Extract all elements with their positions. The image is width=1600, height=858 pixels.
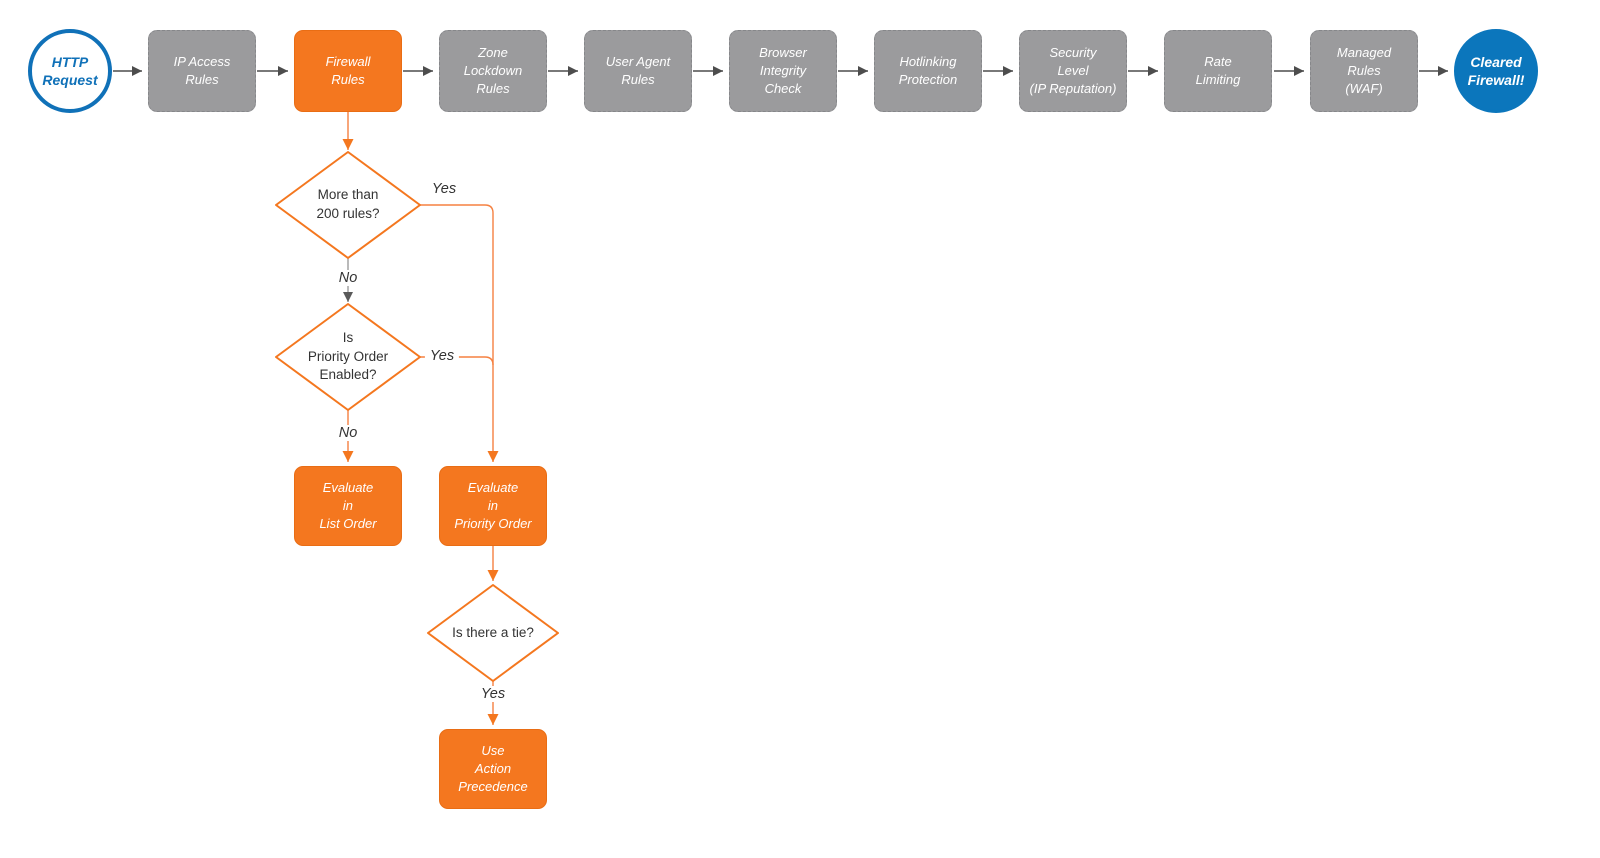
edge-label-decision2-yes: Yes bbox=[424, 348, 460, 364]
edge-label-decision1-yes: Yes bbox=[426, 181, 462, 197]
node-http-request: HTTP Request bbox=[28, 29, 112, 113]
node-browser-integrity-check: Browser Integrity Check bbox=[729, 30, 837, 112]
node-rate-limiting-label: Rate Limiting bbox=[1195, 54, 1241, 87]
node-hotlinking-protection: Hotlinking Protection bbox=[874, 30, 982, 112]
node-rate-limiting: Rate Limiting bbox=[1164, 30, 1272, 112]
node-evaluate-in-priority-order-label: Evaluate in Priority Order bbox=[454, 480, 532, 531]
node-hotlinking-protection-label: Hotlinking Protection bbox=[898, 54, 958, 87]
node-security-level-label: Security Level (IP Reputation) bbox=[1029, 45, 1117, 96]
node-user-agent-rules: User Agent Rules bbox=[584, 30, 692, 112]
node-user-agent-rules-label: User Agent Rules bbox=[605, 54, 671, 87]
decision-is-there-a-tie-label: Is there a tie? bbox=[452, 624, 534, 640]
node-http-request-label: HTTP Request bbox=[42, 53, 98, 88]
node-evaluate-in-list-order-label: Evaluate in List Order bbox=[319, 480, 377, 531]
node-zone-lockdown-rules: Zone Lockdown Rules bbox=[439, 30, 547, 112]
node-zone-lockdown-rules-label: Zone Lockdown Rules bbox=[463, 45, 523, 96]
node-firewall-rules: Firewall Rules bbox=[294, 30, 402, 112]
node-use-action-precedence-label: Use Action Precedence bbox=[458, 743, 528, 794]
node-cleared-firewall: Cleared Firewall! bbox=[1454, 29, 1538, 113]
edge-label-decision1-no: No bbox=[333, 270, 363, 286]
node-managed-rules-waf-label: Managed Rules (WAF) bbox=[1336, 45, 1392, 96]
node-security-level: Security Level (IP Reputation) bbox=[1019, 30, 1127, 112]
node-use-action-precedence: Use Action Precedence bbox=[439, 729, 547, 809]
node-managed-rules-waf: Managed Rules (WAF) bbox=[1310, 30, 1418, 112]
node-evaluate-in-priority-order: Evaluate in Priority Order bbox=[439, 466, 547, 546]
decision-priority-order-enabled-label: Is Priority Order Enabled? bbox=[307, 330, 389, 383]
node-ip-access-rules: IP Access Rules bbox=[148, 30, 256, 112]
edge-label-decision2-no: No bbox=[333, 425, 363, 441]
node-browser-integrity-check-label: Browser Integrity Check bbox=[759, 45, 807, 96]
edge-decision1-yes bbox=[420, 204, 499, 462]
node-cleared-firewall-label: Cleared Firewall! bbox=[1467, 53, 1525, 88]
decision-more-than-200-rules-label: More than 200 rules? bbox=[316, 187, 380, 221]
node-ip-access-rules-label: IP Access Rules bbox=[173, 54, 231, 87]
node-evaluate-in-list-order: Evaluate in List Order bbox=[294, 466, 402, 546]
edge-label-decision3-yes: Yes bbox=[475, 686, 511, 702]
node-firewall-rules-label: Firewall Rules bbox=[325, 54, 371, 87]
